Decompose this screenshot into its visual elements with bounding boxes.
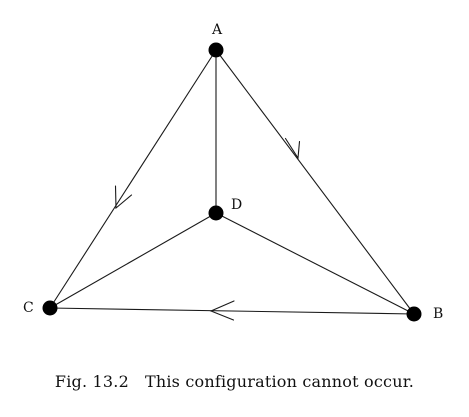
node-label-d: D (231, 197, 242, 213)
node-b (406, 306, 422, 322)
figure-caption: Fig. 13.2 This configuration cannot occur… (0, 372, 469, 391)
arrowhead-a-c (114, 185, 133, 210)
arrowhead-a-b (284, 137, 301, 160)
edge-b-c (49, 307, 415, 315)
edge-a-c (49, 49, 217, 309)
figure-caption-text: This configuration cannot occur. (144, 372, 415, 391)
edge-d-b (215, 212, 415, 315)
node-c (42, 300, 58, 316)
node-d (208, 205, 224, 221)
edge-d-c (49, 212, 217, 309)
edge-a-b (215, 49, 415, 315)
node-label-a: A (211, 22, 223, 38)
node-label-b: B (433, 306, 443, 322)
figure-number: Fig. 13.2 (54, 372, 129, 391)
node-label-c: C (23, 300, 34, 316)
node-a (208, 42, 224, 58)
arrowhead-b-c (209, 300, 235, 321)
